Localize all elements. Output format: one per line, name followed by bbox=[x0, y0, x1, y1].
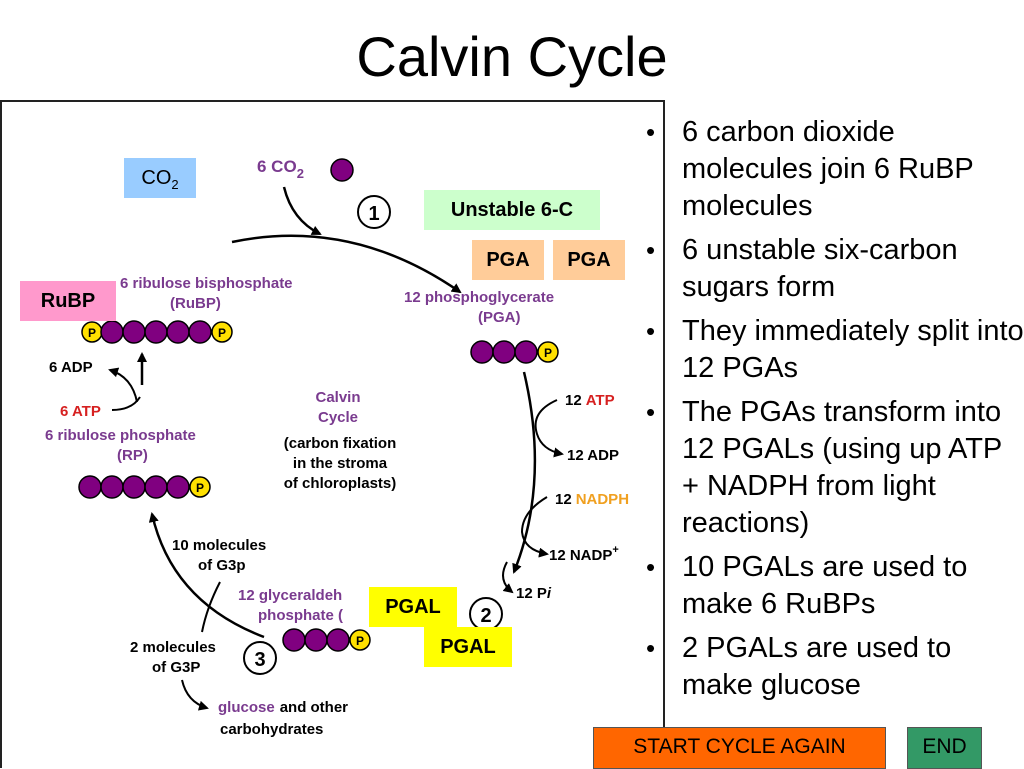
step-2-label: 2 bbox=[480, 605, 491, 627]
bullet-dot: • bbox=[646, 633, 656, 663]
diagram-canvas: 1 2 3 6 CO2 6 ribulose bisphosphate (RuB… bbox=[45, 157, 629, 738]
end-button[interactable]: END bbox=[907, 727, 982, 769]
g3p10-label-2: of G3p bbox=[198, 557, 246, 574]
bullet-item: •10 PGALs are used to make 6 RuBPs bbox=[646, 551, 968, 620]
pgal-callout-2: PGAL bbox=[424, 627, 512, 667]
step-1-label: 1 bbox=[368, 203, 379, 225]
g3p2-label-1: 2 molecules bbox=[130, 639, 216, 656]
rubp-molecule-chain: P P bbox=[81, 320, 233, 344]
svg-text:P: P bbox=[218, 326, 226, 340]
co2-callout: CO2 bbox=[124, 158, 196, 198]
rp-label-1: 6 ribulose phosphate bbox=[45, 427, 196, 444]
rp-label-2: (RP) bbox=[117, 447, 148, 464]
pga-callout-2: PGA bbox=[553, 240, 625, 280]
rubp-label-2: (RuBP) bbox=[170, 295, 221, 312]
bullet-item: •The PGAs transform into 12 PGALs (using… bbox=[646, 396, 1002, 539]
slide-title: Calvin Cycle bbox=[356, 25, 668, 88]
glucose-arrow bbox=[181, 679, 209, 711]
nadp-label: 12 NADP+ bbox=[549, 544, 619, 564]
co2-molecule bbox=[330, 158, 354, 182]
start-cycle-again-button[interactable]: START CYCLE AGAIN bbox=[593, 727, 886, 769]
unstable-6c-callout: Unstable 6-C bbox=[424, 190, 600, 230]
nadph-arrow bbox=[520, 496, 549, 558]
pga-callout-1: PGA bbox=[472, 240, 544, 280]
g3p2-label-2: of G3P bbox=[152, 659, 200, 676]
cycle-arrow-top bbox=[231, 234, 462, 294]
cycle-arrow-right bbox=[512, 371, 537, 574]
pga-label-1: 12 phosphoglycerate bbox=[404, 289, 554, 306]
bullet-dot: • bbox=[646, 235, 656, 265]
g3p10-label-1: 10 molecules bbox=[172, 537, 266, 554]
step-3-circle bbox=[243, 641, 277, 675]
pi-label: 12 Pi bbox=[516, 585, 552, 602]
g3p-label-2: phosphate ( bbox=[258, 607, 343, 624]
bullet-item: •6 carbon dioxide molecules join 6 RuBP … bbox=[646, 116, 974, 222]
summary-bullet-list: •6 carbon dioxide molecules join 6 RuBP … bbox=[640, 114, 1024, 711]
cycle-arrow-bottom-left bbox=[148, 512, 265, 639]
atp6-label: 6 ATP bbox=[60, 403, 101, 420]
adp6-label: 6 ADP bbox=[49, 359, 93, 376]
center-desc-3: of chloroplasts) bbox=[284, 475, 397, 492]
co2-in-arrow bbox=[282, 186, 322, 236]
g3p-molecule-chain: P bbox=[282, 628, 371, 652]
rubp-callout: RuBP bbox=[20, 281, 116, 321]
center-title-2: Cycle bbox=[318, 409, 358, 426]
bullet-dot: • bbox=[646, 117, 656, 147]
atp-input-line bbox=[111, 396, 141, 411]
step-3-label: 3 bbox=[254, 649, 265, 671]
center-desc-2: in the stroma bbox=[293, 455, 388, 472]
atp12-arrow bbox=[534, 399, 564, 458]
carbohydrates-label: carbohydrates bbox=[220, 721, 323, 738]
g3p-split-arrow bbox=[201, 581, 221, 633]
pi-arrow bbox=[502, 561, 514, 594]
rp-molecule-chain: P bbox=[78, 475, 211, 499]
bullet-dot: • bbox=[646, 316, 656, 346]
adp12-label: 12 ADP bbox=[567, 447, 619, 464]
co2-input-label: 6 CO2 bbox=[257, 157, 304, 181]
svg-text:P: P bbox=[196, 481, 204, 495]
center-title-1: Calvin bbox=[315, 389, 360, 406]
g3p-label-1: 12 glyceraldeh bbox=[238, 587, 342, 604]
svg-text:P: P bbox=[544, 346, 552, 360]
adp-arrow bbox=[108, 367, 138, 403]
bullet-item: •6 unstable six-carbon sugars form bbox=[646, 234, 958, 303]
pgal-callout-1: PGAL bbox=[369, 587, 457, 627]
pga-label-2: (PGA) bbox=[478, 309, 521, 326]
svg-text:P: P bbox=[356, 634, 364, 648]
rubp-label-1: 6 ribulose bisphosphate bbox=[120, 275, 293, 292]
center-desc-1: (carbon fixation bbox=[284, 435, 397, 452]
bullet-item: •2 PGALs are used to make glucose bbox=[646, 632, 952, 701]
bullet-dot: • bbox=[646, 397, 656, 427]
pga-molecule-chain: P bbox=[470, 340, 559, 364]
bullet-item: •They immediately split into 12 PGAs bbox=[646, 315, 1024, 384]
bullet-dot: • bbox=[646, 552, 656, 582]
step-1-circle bbox=[357, 195, 391, 229]
svg-text:P: P bbox=[88, 326, 96, 340]
